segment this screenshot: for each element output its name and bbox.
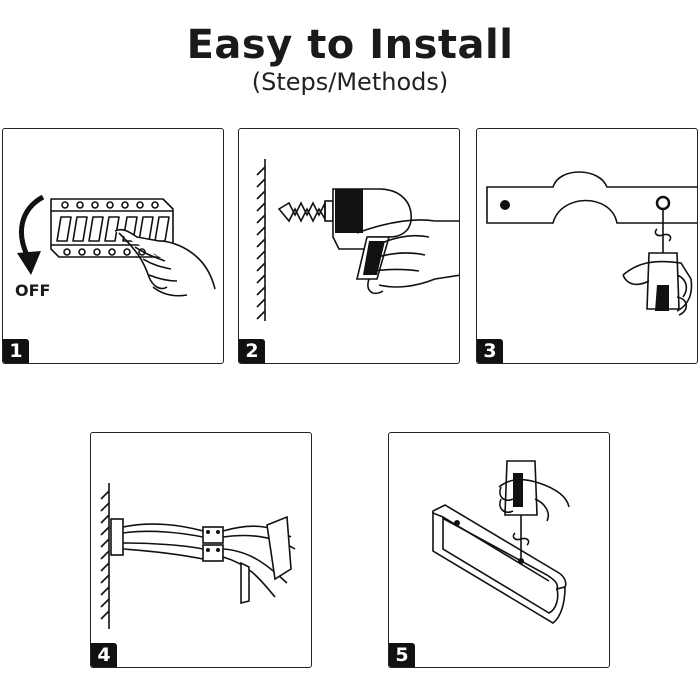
fasten-lamp-icon bbox=[432, 460, 570, 624]
screw-mounting-plate-icon bbox=[486, 171, 697, 316]
step-2-panel: 2 bbox=[238, 128, 460, 364]
step-1-panel: OFF 1 bbox=[2, 128, 224, 364]
off-label: OFF bbox=[15, 281, 51, 300]
step-3-number: 3 bbox=[477, 339, 503, 363]
drill-wall-icon bbox=[256, 159, 459, 321]
breaker-switch-off-icon bbox=[17, 194, 216, 297]
step-2-number: 2 bbox=[239, 339, 265, 363]
step-5-panel: 5 bbox=[388, 432, 610, 668]
step-4-number: 4 bbox=[91, 643, 117, 667]
page-subtitle: (Steps/Methods) bbox=[251, 68, 449, 96]
page-title: Easy to Install bbox=[186, 22, 514, 68]
wire-connection-icon bbox=[100, 483, 296, 629]
step-1-number: 1 bbox=[3, 339, 29, 363]
step-3-panel: 3 bbox=[476, 128, 698, 364]
step-4-panel: 4 bbox=[90, 432, 312, 668]
step-5-number: 5 bbox=[389, 643, 415, 667]
